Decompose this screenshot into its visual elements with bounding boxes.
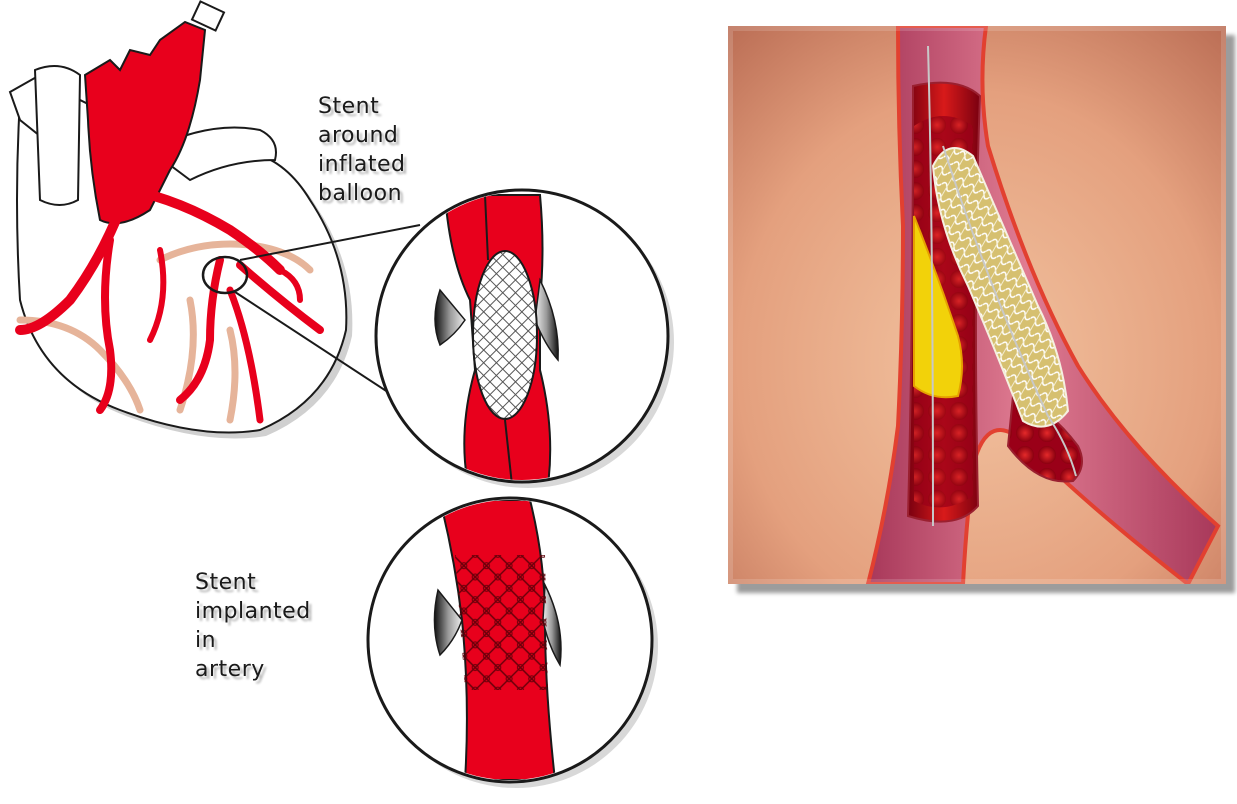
magnifier-circle-balloon	[374, 188, 674, 488]
heart-icon	[8, 0, 353, 439]
callout-lines	[234, 224, 421, 401]
label-stent-around-balloon: Stent around inflated balloon	[318, 94, 406, 206]
label-stent-implanted: Stent implanted in artery	[195, 570, 311, 682]
heart-stent-diagram	[8, 0, 674, 788]
artery-cutaway-illustration	[728, 26, 1226, 584]
artery-cutaway-icon	[728, 26, 1226, 584]
magnifier-circle-implanted	[366, 496, 658, 788]
